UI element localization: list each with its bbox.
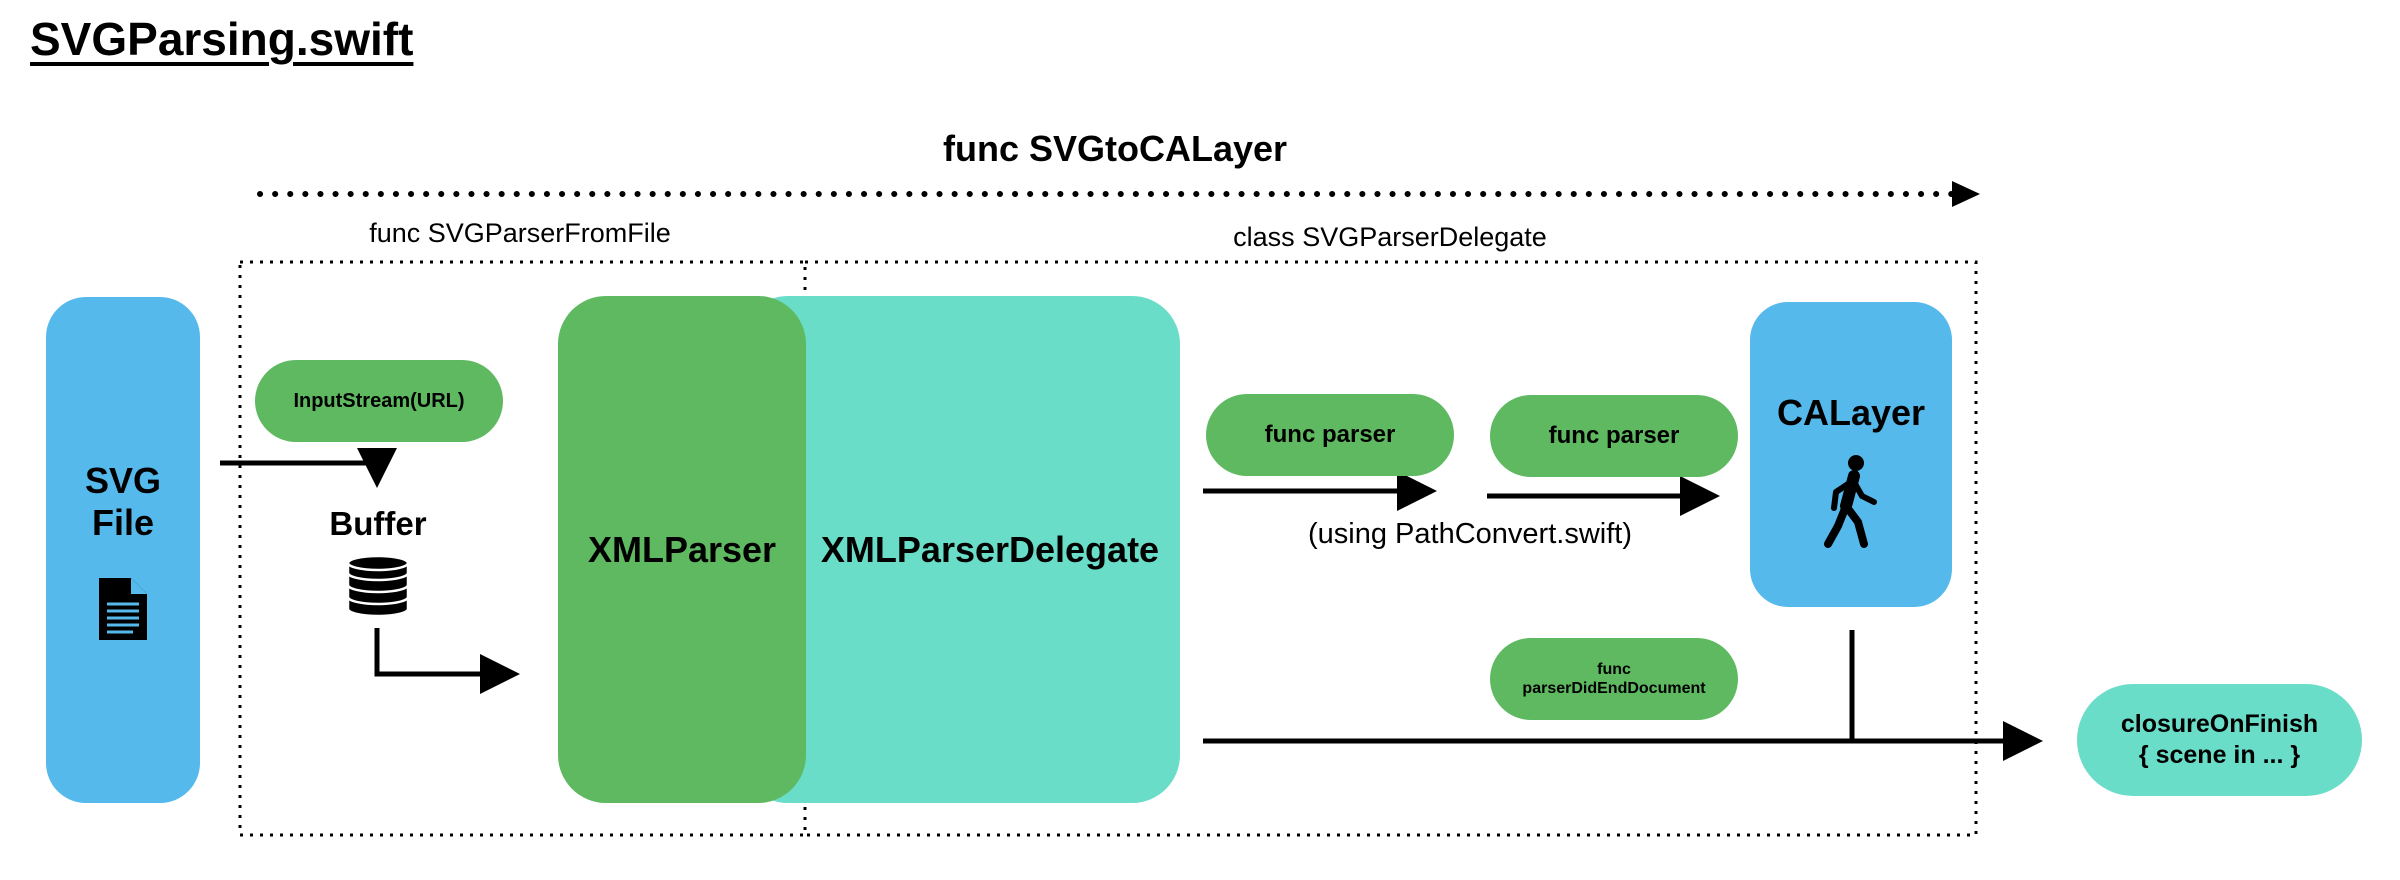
path-convert-note: (using PathConvert.swift) — [1308, 518, 1632, 550]
group-label-parser-from-file: func SVGParserFromFile — [369, 218, 671, 248]
document-icon — [99, 578, 147, 640]
main-function-arrowhead — [1952, 181, 1980, 207]
func-parser-node-1: func parser — [1206, 394, 1454, 476]
main-function-label: func SVGtoCALayer — [942, 128, 1288, 169]
func-parser-label-2: func parser — [1548, 422, 1680, 449]
closure-label-line1: closureOnFinish — [2120, 710, 2319, 738]
closure-on-finish-node: closureOnFinish { scene in ... } — [2077, 684, 2362, 796]
func-parser-label-1: func parser — [1264, 421, 1396, 448]
buffer-label: Buffer — [329, 505, 427, 542]
xml-parser-delegate-node: XMLParserDelegate — [740, 296, 1180, 803]
walking-person-icon — [1824, 455, 1877, 548]
svg-file-label-line1: SVG — [84, 460, 162, 501]
parser-did-end-label-line1: func — [1597, 661, 1631, 678]
page-title: SVGParsing.swift — [30, 13, 414, 65]
func-parser-node-2: func parser — [1490, 395, 1738, 477]
parser-did-end-node: func parserDidEndDocument — [1490, 638, 1738, 720]
svg-file-node: SVG File — [46, 297, 200, 803]
group-label-parser-delegate: class SVGParserDelegate — [1233, 222, 1547, 252]
calayer-label: CALayer — [1776, 392, 1926, 433]
input-stream-label: InputStream(URL) — [293, 389, 465, 412]
connector-file-to-buffer — [220, 448, 397, 488]
xml-parser-node: XMLParser — [558, 296, 806, 803]
xml-parser-label: XMLParser — [587, 528, 777, 570]
database-icon — [347, 554, 409, 617]
calayer-node: CALayer — [1750, 302, 1952, 607]
xml-parser-delegate-label: XMLParserDelegate — [820, 528, 1160, 570]
buffer-node: Buffer — [290, 505, 466, 625]
connector-buffer-to-xmlparser — [374, 628, 520, 694]
closure-label-line2: { scene in ... } — [2138, 741, 2301, 769]
parser-did-end-label-line2: parserDidEndDocument — [1522, 680, 1706, 697]
svg-file-label-line2: File — [91, 502, 154, 543]
input-stream-node: InputStream(URL) — [255, 360, 503, 442]
